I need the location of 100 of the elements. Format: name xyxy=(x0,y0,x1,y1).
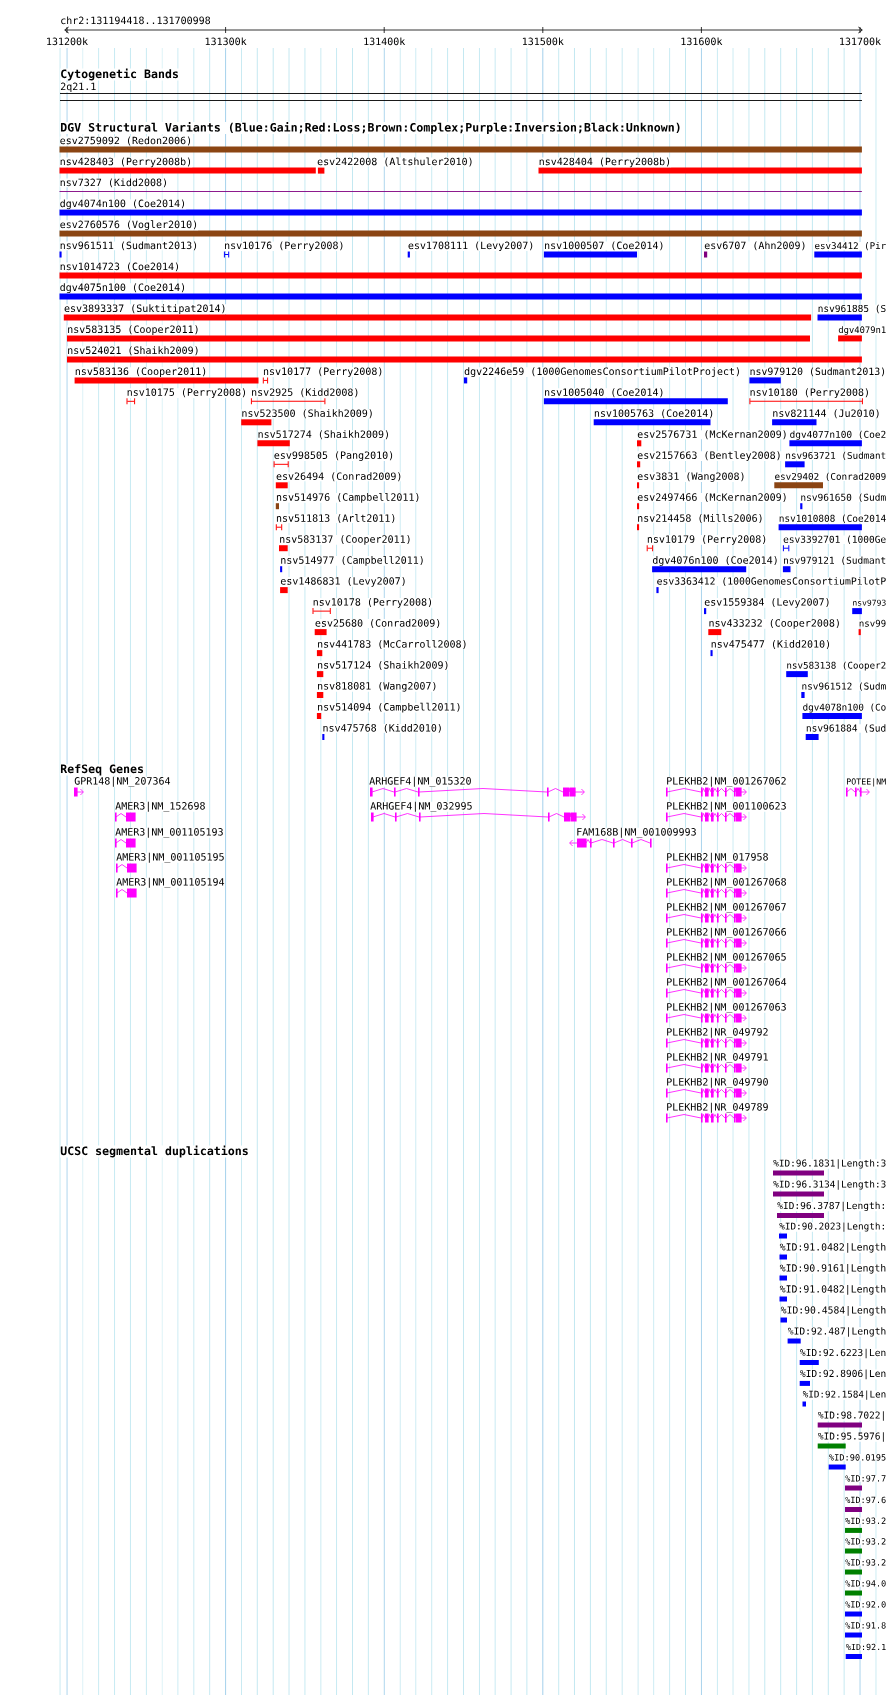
feature-label: nsv961512 (Sudm xyxy=(801,682,887,691)
feature-label: nsv2925 (Kidd2008) xyxy=(251,388,360,398)
gene-label: ARHGEF4|NM_015320 xyxy=(369,776,472,787)
gene-label: PLEKHB2|NM_017958 xyxy=(666,852,769,863)
feature-label: nsv979121 (Sudmant xyxy=(783,556,887,565)
gene-label: AMER3|NM_152698 xyxy=(115,801,206,812)
feature-label: %ID:97.7 xyxy=(845,1475,887,1482)
feature-label: nsv583138 (Cooper2 xyxy=(786,661,887,671)
tick-label: 131600k xyxy=(680,37,723,46)
feature-label: %ID:92.487|Length xyxy=(787,1327,887,1337)
band-label: 2q21.1 xyxy=(60,82,97,93)
feature-label: %ID:91.0482|Length xyxy=(779,1285,887,1295)
feature-label: nsv10175 (Perry2008) xyxy=(126,388,248,398)
feature-label: esv2576731 (McKernan2009) xyxy=(637,430,788,440)
feature-label: nsv441783 (McCarroll2008) xyxy=(317,639,468,649)
feature-label: %ID:92.0 xyxy=(845,1601,887,1608)
gene-label: PLEKHB2|NM_001267068 xyxy=(666,877,787,888)
feature-label: nsv10177 (Perry2008) xyxy=(263,367,384,377)
track-heading: UCSC segmental duplications xyxy=(60,1145,249,1158)
track-heading: RefSeq Genes xyxy=(60,764,144,776)
feature-label: nsv517274 (Shaikh2009) xyxy=(257,430,391,440)
feature-label: esv998505 (Pang2010) xyxy=(273,451,395,461)
feature-label: dgv4074n100 (Coe2014) xyxy=(59,199,187,210)
gene-label: PLEKHB2|NM_001100623 xyxy=(666,801,787,812)
feature-label: nsv9793 xyxy=(852,599,887,606)
feature-label: %ID:92.1 xyxy=(845,1643,887,1651)
gene-label: PLEKHB2|NR_049790 xyxy=(666,1077,769,1088)
feature-label: nsv961885 (S xyxy=(817,304,887,314)
gene-label: POTEE|NM xyxy=(846,778,887,787)
feature-label: nsv961650 (Sudm xyxy=(800,493,887,502)
feature-label: nsv1010808 (Coe2014 xyxy=(778,514,887,523)
feature-label: esv1486831 (Levy2007) xyxy=(280,577,407,587)
tick-label: 131400k xyxy=(363,37,406,46)
track-heading: DGV Structural Variants (Blue:Gain;Red:Loss;Brown:Complex;Purple:Inversion;Black:Unknown) xyxy=(60,122,682,134)
feature-label: %ID:91.8 xyxy=(845,1622,887,1629)
feature-label: esv3363412 (1000GenomesConsortiumPilotP xyxy=(656,577,887,586)
coordinate-label: chr2:131194418..131700998 xyxy=(60,16,211,25)
feature-label: %ID:90.9161|Length xyxy=(779,1264,887,1274)
feature-label: %ID:93.2 xyxy=(845,1559,887,1566)
tick-label: 131200k xyxy=(45,37,89,46)
feature-label: %ID:96.1831|Length:3 xyxy=(773,1159,887,1169)
feature-label: %ID:96.3134|Length:3 xyxy=(773,1180,887,1190)
gene-label: ARHGEF4|NM_032995 xyxy=(370,801,473,812)
feature-label: esv34412 (Pir xyxy=(814,242,887,251)
feature-label: esv6707 (Ahn2009) xyxy=(704,241,807,251)
feature-label: dgv2246e59 (1000GenomesConsortiumPilotProject) xyxy=(464,367,742,378)
feature-label: %ID:94.0 xyxy=(845,1580,887,1587)
feature-label: nsv517124 (Shaikh2009) xyxy=(317,661,450,670)
feature-label: esv3831 (Wang2008) xyxy=(637,472,746,482)
feature-label: nsv428404 (Perry2008b) xyxy=(538,157,672,168)
feature-label: esv26494 (Conrad2009) xyxy=(276,472,403,482)
feature-label: esv3893337 (Suktitipat2014) xyxy=(64,304,227,314)
feature-label: esv1708111 (Levy2007) xyxy=(407,241,535,252)
feature-label: nsv523500 (Shaikh2009) xyxy=(241,409,374,419)
gene-label: AMER3|NM_001105194 xyxy=(116,877,225,888)
gene-label: AMER3|NM_001105193 xyxy=(115,827,224,838)
feature-label: %ID:97.6 xyxy=(845,1496,887,1504)
gene-label: AMER3|NM_001105195 xyxy=(116,852,225,863)
gene-label: PLEKHB2|NM_001267063 xyxy=(666,1002,787,1013)
feature-label: nsv428403 (Perry2008b) xyxy=(59,157,193,168)
tick-label: 131300k xyxy=(204,37,247,46)
feature-label: esv2760576 (Vogler2010) xyxy=(59,220,199,231)
feature-label: nsv818081 (Wang2007) xyxy=(317,681,438,692)
feature-label: dgv4076n100 (Coe2014) xyxy=(652,556,779,566)
feature-label: nsv99 xyxy=(858,619,887,627)
gene-label: PLEKHB2|NM_001267067 xyxy=(666,902,787,913)
feature-label: %ID:92.1584|Len xyxy=(802,1390,887,1400)
feature-label: nsv961511 (Sudmant2013) xyxy=(59,241,199,251)
feature-label: nsv475768 (Kidd2010) xyxy=(322,723,443,733)
feature-label: nsv475477 (Kidd2010) xyxy=(710,640,832,649)
feature-label: %ID:90.0195 xyxy=(828,1454,887,1461)
feature-label: %ID:96.3787|Length: xyxy=(777,1201,887,1212)
feature-label: nsv514976 (Campbell2011) xyxy=(276,493,421,503)
feature-label: %ID:95.5976| xyxy=(817,1432,887,1442)
tick-label: 131500k xyxy=(521,37,564,46)
gene-label: PLEKHB2|NR_049792 xyxy=(666,1027,769,1038)
feature-label: esv2759092 (Redon2006) xyxy=(59,136,193,146)
feature-label: %ID:90.2023|Length: xyxy=(779,1222,887,1232)
feature-label: nsv214458 (Mills2006) xyxy=(637,514,764,524)
feature-label: nsv10178 (Perry2008) xyxy=(312,598,434,608)
feature-label: dgv4077n100 (Coe2 xyxy=(789,430,887,440)
feature-label: esv29402 (Conrad2009 xyxy=(774,472,887,482)
feature-label: %ID:90.4584|Length xyxy=(780,1306,887,1316)
feature-label: nsv961884 (Sud xyxy=(805,724,887,733)
gene-label: PLEKHB2|NM_001267066 xyxy=(666,927,787,938)
feature-label: nsv821144 (Ju2010) xyxy=(772,409,881,419)
feature-label: nsv514094 (Campbell2011) xyxy=(317,702,462,713)
feature-label: dgv4079n1 xyxy=(838,326,887,335)
feature-label: nsv583137 (Cooper2011) xyxy=(279,535,412,545)
feature-label: %ID:92.8906|Len xyxy=(799,1369,887,1380)
feature-label: nsv514977 (Campbell2011) xyxy=(280,556,425,566)
feature-label: nsv979120 (Sudmant2013) xyxy=(749,367,887,377)
feature-label: nsv963721 (Sudmant xyxy=(785,451,887,461)
gene-label: PLEKHB2|NM_001267062 xyxy=(666,776,787,787)
feature-label: nsv10176 (Perry2008) xyxy=(224,241,345,252)
tick-label: 131700k xyxy=(838,37,882,46)
gene-label: GPR148|NM_207364 xyxy=(74,776,171,787)
feature-label: esv1559384 (Levy2007) xyxy=(704,598,831,608)
feature-label: nsv1005040 (Coe2014) xyxy=(544,388,665,398)
feature-label: nsv433232 (Cooper2008) xyxy=(708,619,841,629)
